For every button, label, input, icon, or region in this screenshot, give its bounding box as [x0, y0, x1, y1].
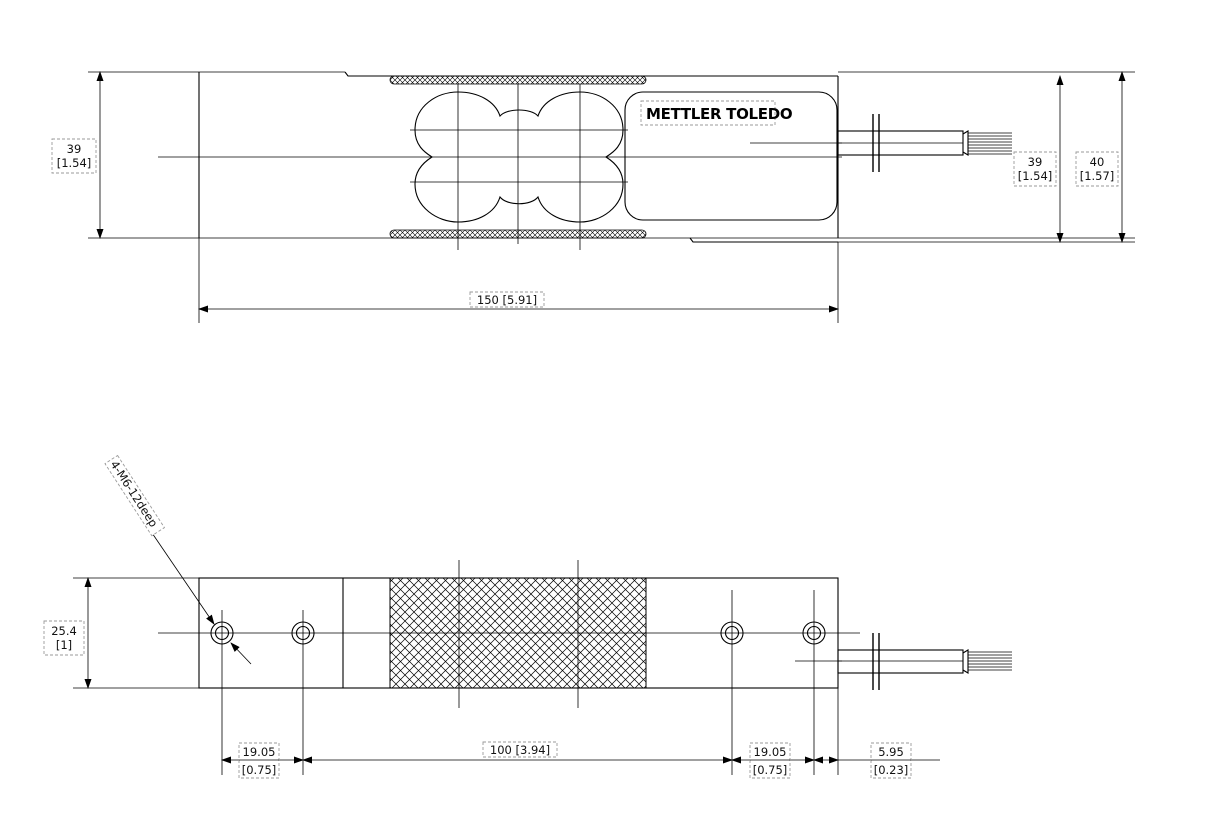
dim-width-mm: 25.4: [51, 624, 77, 638]
dim-end-offset-inch: [0.23]: [874, 763, 909, 777]
side-view: METTLER TOLEDO 39 [1.54] 39 [1.54]: [51, 71, 1135, 323]
dim-pitch-right-mm: 19.05: [754, 745, 787, 759]
dim-length: 150 [5.91]: [477, 293, 537, 307]
dim-height-left-inch: [1.54]: [57, 156, 92, 170]
dim-pitch-left-mm: 19.05: [243, 745, 276, 759]
dim-height-left-mm: 39: [67, 142, 82, 156]
plan-view: 25.4 [1] 4-M6-12deep 19.05 [0.75] 100 [3…: [43, 454, 1012, 779]
brand-logo: METTLER TOLEDO: [646, 105, 792, 123]
dim-height-right-mm: 39: [1028, 155, 1043, 169]
dim-pitch-left-inch: [0.75]: [242, 763, 277, 777]
cable-plan: [795, 633, 1012, 690]
dim-overall-height-mm: 40: [1090, 155, 1105, 169]
top-gauge-strip: [389, 75, 647, 85]
dim-overall-height-inch: [1.57]: [1080, 169, 1115, 183]
dim-height-right-inch: [1.54]: [1018, 169, 1053, 183]
dim-pitch-right-inch: [0.75]: [753, 763, 788, 777]
dim-width-inch: [1]: [56, 638, 72, 652]
dim-hole-spacing: 100 [3.94]: [490, 743, 550, 757]
dim-end-offset-mm: 5.95: [878, 745, 904, 759]
hole-callout: 4-M6-12deep: [107, 458, 160, 530]
label-plate: [624, 91, 838, 221]
cable-side: [750, 114, 1012, 172]
